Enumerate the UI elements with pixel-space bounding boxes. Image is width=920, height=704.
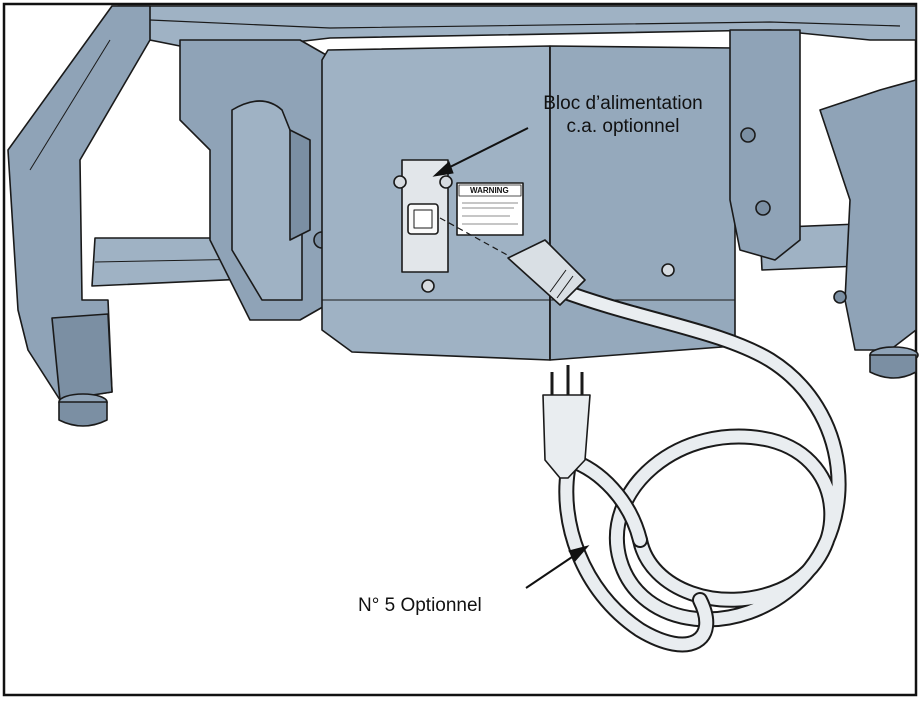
left-leg-highlight	[29, 39, 111, 171]
callout-ac-power-block-line1: Bloc d’alimentation	[543, 93, 703, 114]
power-cord	[507, 239, 847, 653]
bed-base	[7, 5, 919, 427]
left-bracket-inner	[289, 129, 311, 241]
ac-inlet-screw-top	[393, 175, 407, 189]
callout-ac-power-block: Bloc d’alimentation c.a. optionnel	[488, 92, 758, 138]
housing-screw	[661, 263, 675, 277]
wall-plug	[542, 394, 591, 479]
warning-decal-lines	[462, 202, 518, 225]
arrow-ac-power-block	[443, 127, 529, 171]
cord-coil-fill	[554, 284, 845, 626]
alignment-line	[439, 217, 521, 263]
left-caster-body	[58, 401, 108, 427]
callout-ac-power-block-line2: c.a. optionnel	[566, 116, 680, 137]
right-bracket	[729, 29, 801, 261]
top-crossbar-edge	[149, 19, 901, 29]
right-bracket-bolt	[755, 200, 771, 216]
right-bracket-bolt-2	[740, 127, 756, 143]
callout-arrows	[432, 127, 590, 589]
right-leg-bolt	[833, 290, 847, 304]
arrowhead-ac-power-block	[432, 161, 454, 177]
ac-inlet-screw-bottom	[421, 279, 435, 293]
cord-connector	[507, 239, 586, 306]
warning-decal-text: WARNING	[470, 186, 509, 195]
arrowhead-power-cord	[568, 545, 590, 562]
ac-inlet-socket-inner	[413, 209, 433, 229]
cord-connector-ribs	[549, 269, 574, 299]
arrow-power-cord	[525, 552, 579, 589]
left-leg-foot	[51, 313, 113, 401]
left-leg	[7, 5, 151, 401]
right-caster-body	[869, 354, 917, 379]
ac-inlet-screw-top-right	[439, 175, 453, 189]
wall-plug-prongs	[550, 365, 584, 395]
left-bracket-plate	[231, 100, 303, 301]
warning-decal-header	[458, 184, 522, 197]
callout-power-cord: N° 5 Optionnel	[358, 595, 482, 616]
